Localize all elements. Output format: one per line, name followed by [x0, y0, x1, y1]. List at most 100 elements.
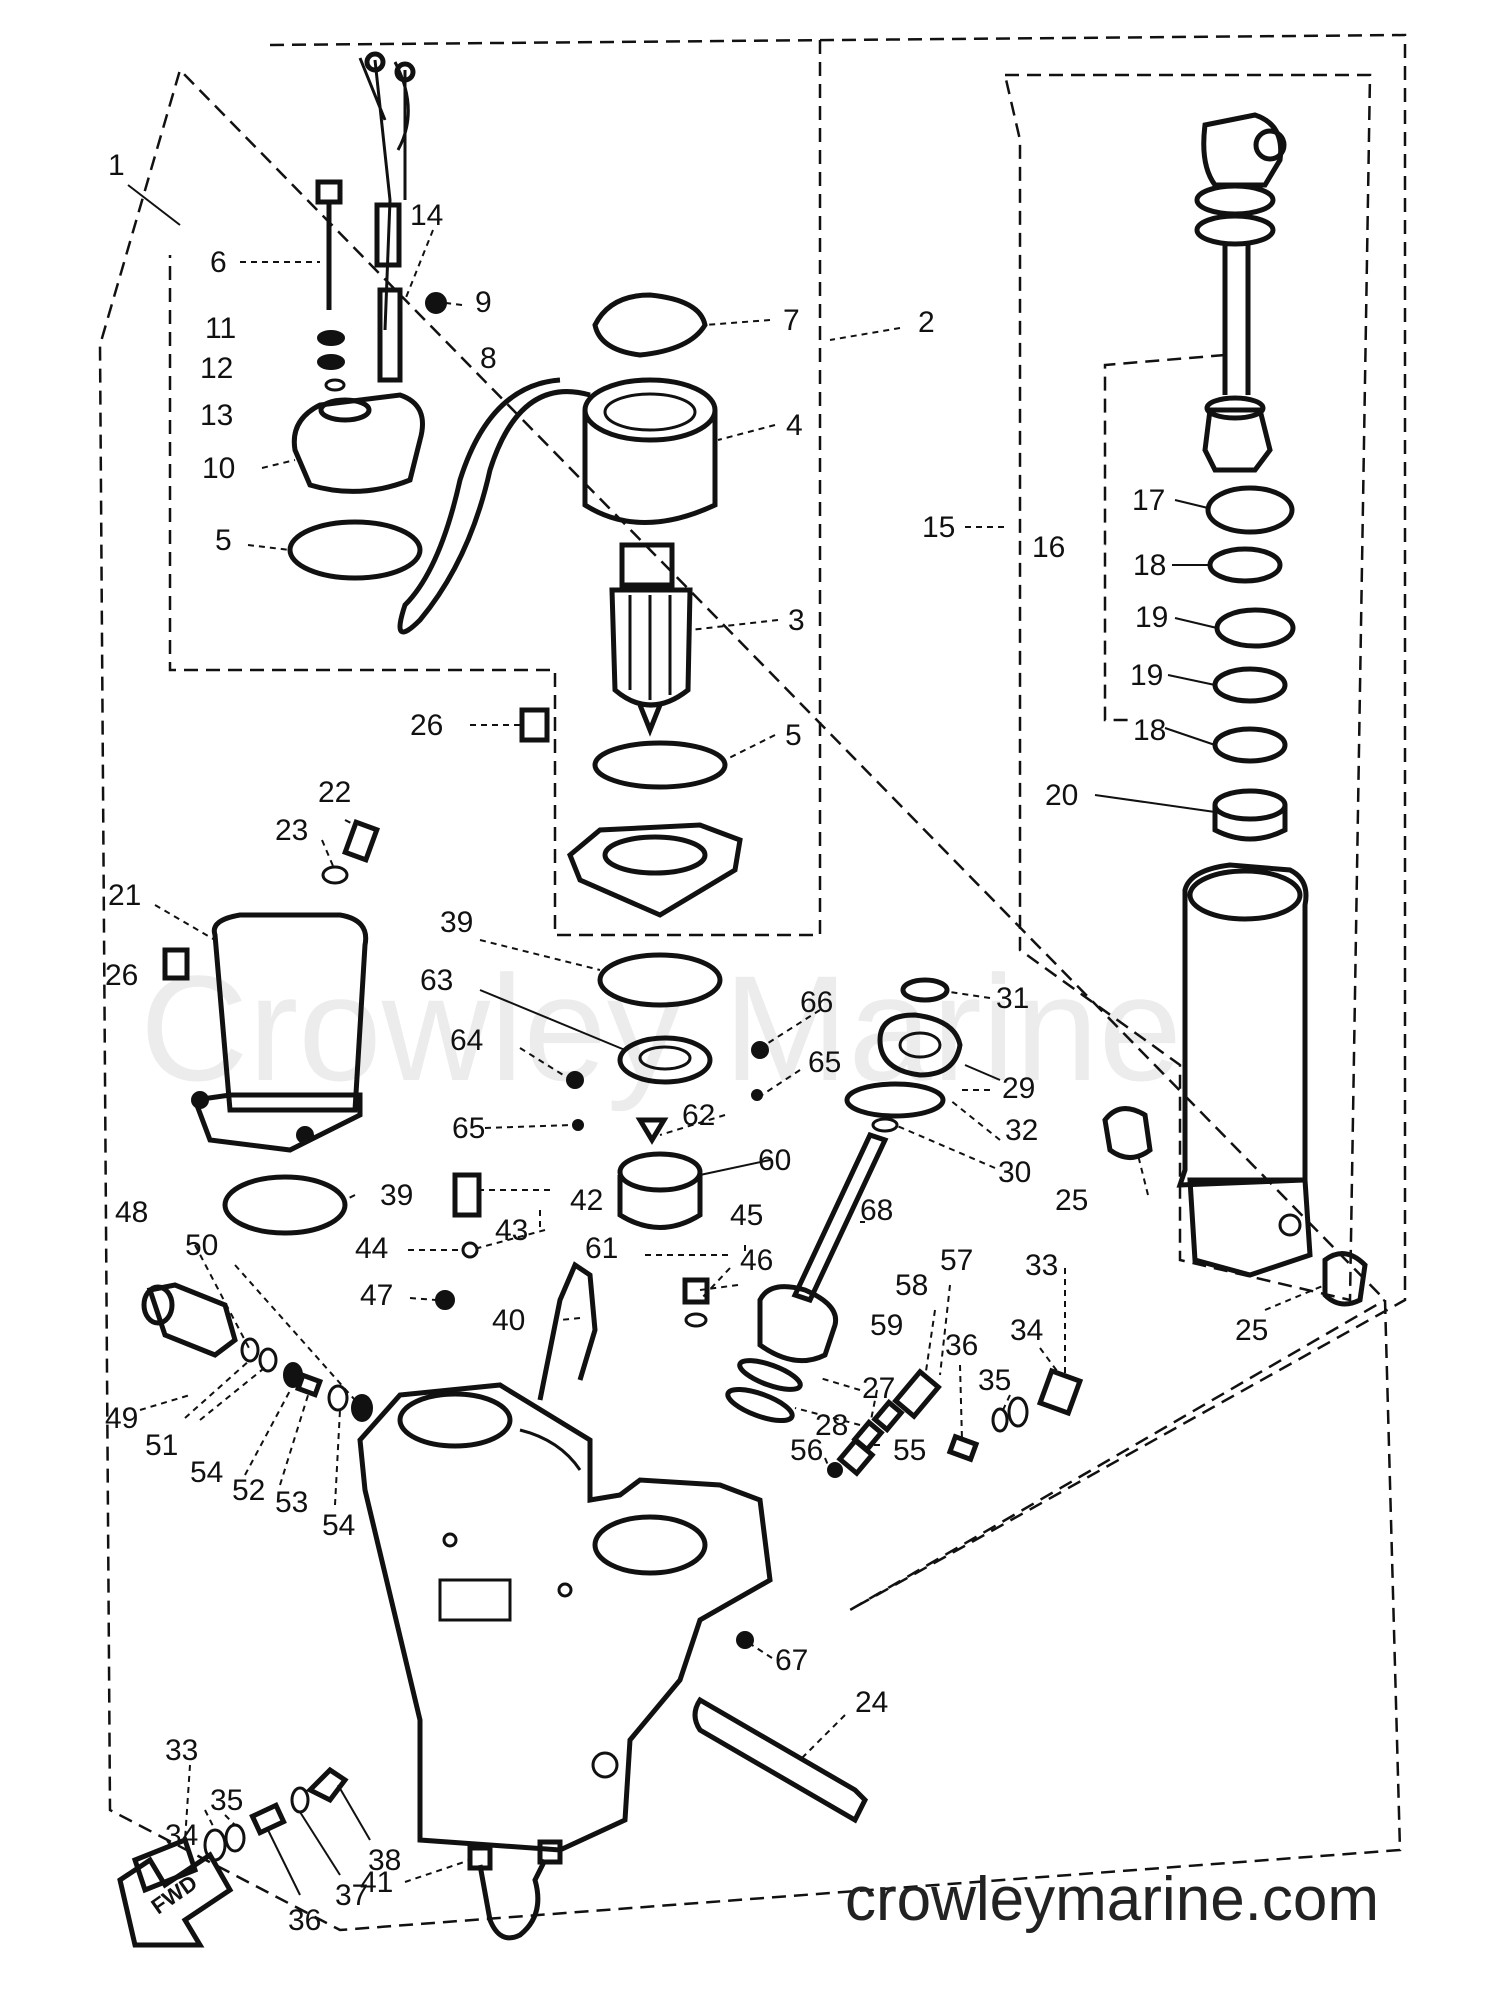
label-38: 38 — [368, 1844, 401, 1877]
label-13: 13 — [200, 399, 233, 432]
label-27: 27 — [862, 1372, 895, 1405]
label-7: 7 — [783, 304, 800, 337]
pump-60 — [617, 1175, 703, 1230]
label-43: 43 — [495, 1214, 528, 1247]
part-number-labels: 1 2 3 4 5 5 6 7 8 9 10 11 12 13 14 15 16… — [105, 149, 1268, 1937]
o-ring-5-lower — [592, 740, 728, 790]
plug-33-right — [1036, 1367, 1084, 1417]
plug-22 — [341, 818, 381, 864]
washer-13 — [324, 378, 346, 392]
body-port — [519, 1428, 582, 1471]
o-ring-34-right — [1007, 1396, 1029, 1428]
label-53: 53 — [275, 1486, 308, 1519]
lead-terminal-icon — [394, 61, 416, 83]
label-60: 60 — [758, 1144, 791, 1177]
brush-holder-7 — [592, 292, 708, 358]
label-11: 11 — [205, 312, 236, 345]
label-12: 12 — [200, 352, 233, 385]
label-67: 67 — [775, 1644, 808, 1677]
tilt-piston-top — [1204, 395, 1266, 421]
o-ring-39-lower — [222, 1174, 348, 1236]
end-cap-10 — [291, 392, 425, 494]
label-31: 31 — [996, 982, 1029, 1015]
pipe-41 — [477, 1858, 548, 1941]
eye-hole — [1253, 128, 1287, 162]
label-58: 58 — [895, 1269, 928, 1302]
motor-lower-housing — [567, 822, 743, 918]
motor-assembly-2-boundary — [168, 40, 822, 937]
body-hole — [591, 1751, 619, 1779]
valve-38 — [305, 1766, 349, 1804]
motor-leads — [358, 57, 410, 331]
o-ring-51 — [258, 1347, 278, 1373]
valve-48 — [146, 1282, 238, 1358]
label-36-left: 36 — [288, 1904, 321, 1937]
label-5-upper: 5 — [215, 524, 232, 557]
label-39-upper: 39 — [440, 906, 473, 939]
stator-top — [582, 377, 718, 443]
assembly-1-boundary — [98, 33, 1407, 1932]
ball-64 — [566, 1071, 584, 1089]
label-29: 29 — [1002, 1072, 1035, 1105]
label-15: 15 — [922, 511, 955, 544]
label-64: 64 — [450, 1024, 483, 1057]
label-17: 17 — [1132, 484, 1165, 517]
bushing-25-right — [1322, 1251, 1368, 1307]
label-19a: 19 — [1135, 601, 1168, 634]
body-bore-right — [592, 1514, 708, 1576]
flange-bolt — [296, 1126, 314, 1144]
wiper-20 — [1212, 805, 1288, 842]
screw-56 — [827, 1462, 843, 1478]
flange-bolt — [191, 1091, 209, 1109]
washer-12 — [317, 354, 345, 370]
stator-yoke-4 — [582, 410, 718, 525]
label-19b: 19 — [1130, 659, 1163, 692]
label-34-right: 34 — [1010, 1314, 1043, 1347]
cap-29 — [877, 1012, 963, 1078]
shaft-24 — [692, 1696, 869, 1824]
ball-65 — [572, 1119, 584, 1131]
body-bore-left — [397, 1391, 513, 1449]
main-pump-body — [357, 1382, 773, 1853]
cylinder-base-hole — [1278, 1213, 1302, 1237]
website-footer: crowleymarine.com — [845, 1865, 1379, 1934]
label-4: 4 — [786, 409, 803, 442]
pump-60-top — [617, 1151, 703, 1193]
ball-65b — [751, 1089, 763, 1101]
ball-66 — [751, 1041, 769, 1059]
label-32: 32 — [1005, 1114, 1038, 1147]
label-18b: 18 — [1133, 714, 1166, 747]
housing-bore — [602, 834, 708, 876]
label-6: 6 — [210, 246, 227, 279]
spring-53 — [294, 1372, 324, 1398]
label-28: 28 — [815, 1409, 848, 1442]
label-18a: 18 — [1133, 549, 1166, 582]
o-ring-5-upper — [287, 519, 423, 581]
label-59: 59 — [870, 1309, 903, 1342]
ring-53b — [327, 1384, 349, 1412]
label-62: 62 — [682, 1099, 715, 1132]
label-26-left: 26 — [105, 959, 138, 992]
cylinder-cap-seal — [1194, 213, 1276, 247]
cap-29-bore — [898, 1031, 942, 1059]
reservoir-flange — [191, 1092, 363, 1153]
label-61: 61 — [585, 1232, 618, 1265]
label-65a: 65 — [452, 1112, 485, 1145]
label-14: 14 — [410, 199, 443, 232]
label-49: 49 — [105, 1402, 138, 1435]
o-ring-32 — [844, 1081, 946, 1119]
label-10: 10 — [202, 452, 235, 485]
seal-19b — [1212, 666, 1288, 704]
label-21: 21 — [108, 879, 141, 912]
label-22: 22 — [318, 776, 351, 809]
plug-26-left — [162, 947, 190, 981]
armature-shaft-bottom — [637, 704, 663, 737]
pipe-40 — [537, 1261, 598, 1401]
o-ring-23 — [321, 865, 349, 885]
label-48: 48 — [115, 1196, 148, 1229]
cylinder-base — [1187, 1177, 1313, 1278]
label-3: 3 — [788, 604, 805, 637]
stator-bore — [603, 392, 697, 432]
